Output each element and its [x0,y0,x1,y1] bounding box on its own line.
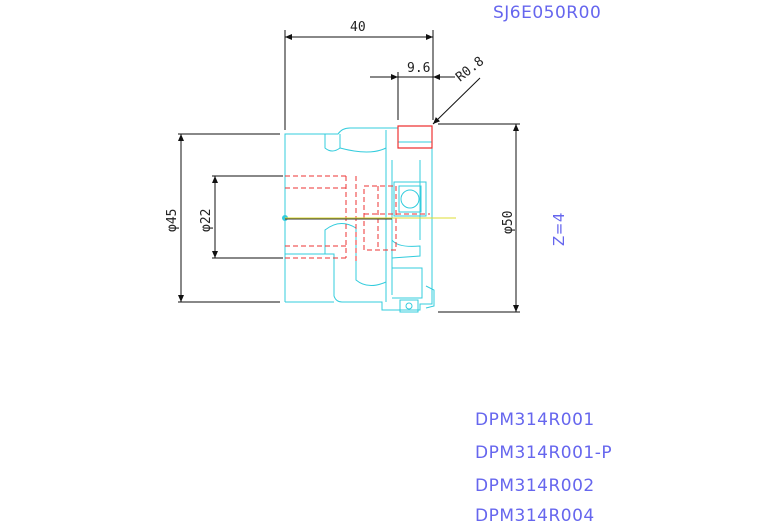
dim-cutting-diameter: φ50 [501,211,516,234]
insert-code-list: DPM314R001 DPM314R001-P DPM314R002 DPM31… [475,410,612,523]
insert-code: DPM314R001-P [475,443,612,463]
dim-corner-radius: R0.8 [453,54,487,85]
dim-length: 40 [350,20,366,35]
dim-shank-diameter: φ45 [165,209,180,232]
dim-bore-diameter: φ22 [199,209,214,232]
insert-code: DPM314R004 [475,506,595,523]
insert-code: DPM314R001 [475,410,595,430]
teeth-count: Z=4 [550,212,568,246]
part-number: SJ6E050R00 [493,3,601,23]
dim-insert-offset: 9.6 [407,61,430,76]
tool-outline [282,127,435,313]
dimension-lines [178,30,520,313]
insert-corner [397,125,433,149]
insert-code: DPM314R002 [475,476,595,496]
